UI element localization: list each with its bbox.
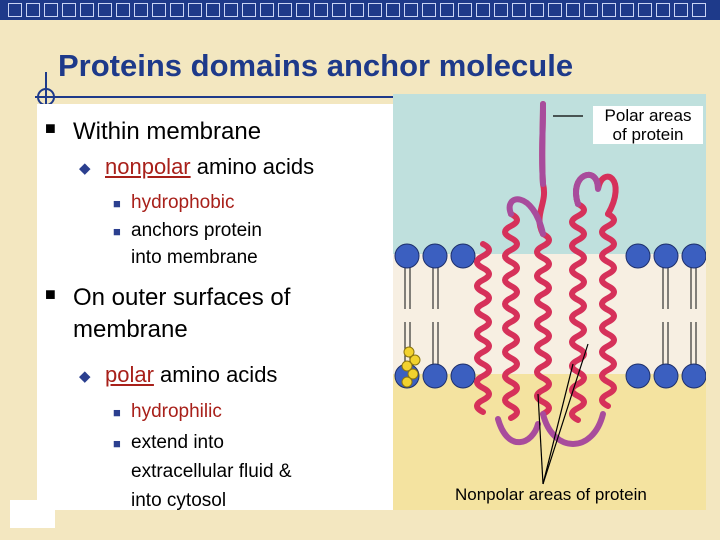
decor-square-icon (368, 3, 382, 17)
decor-square-icon (80, 3, 94, 17)
decor-square-icon (692, 3, 706, 17)
decor-square-icon (26, 3, 40, 17)
decor-square-icon (116, 3, 130, 17)
decor-horizontal-line (35, 96, 455, 98)
slide-title: Proteins domains anchor molecule (58, 48, 574, 83)
decor-square-icon (566, 3, 580, 17)
decor-square-icon (674, 3, 688, 17)
item-into-membrane: into membrane (131, 247, 258, 268)
decor-square-icon (548, 3, 562, 17)
polar-loops (495, 101, 606, 447)
small-square-bullet-icon: ■ (113, 405, 121, 420)
keyword-polar: polar (105, 362, 154, 387)
decor-square-icon (188, 3, 202, 17)
decor-square-icon (332, 3, 346, 17)
label-polar-areas: Polar areas of protein (593, 106, 703, 144)
decor-square-icon (494, 3, 508, 17)
decor-square-icon (314, 3, 328, 17)
label-polar-line1: Polar areas (604, 106, 692, 125)
lipid-heads-top (394, 243, 707, 269)
item-extend-into: extend into (131, 432, 224, 453)
bullet-within-membrane: Within membrane (73, 118, 262, 145)
top-decor-bar (0, 0, 720, 20)
decor-square-icon (224, 3, 238, 17)
membrane-protein-illustration (393, 94, 707, 510)
decor-square-icon (296, 3, 310, 17)
bullet-outer-surfaces-cont: membrane (73, 316, 188, 343)
item-hydrophobic: hydrophobic (131, 192, 235, 213)
decor-square-icon (170, 3, 184, 17)
square-bullet-icon: ■ (45, 284, 56, 304)
decor-square-icon (44, 3, 58, 17)
bullet-text-box: ■ Within membrane ◆ nonpolar amino acids… (37, 104, 400, 511)
decor-square-icon (404, 3, 418, 17)
decor-square-icon (620, 3, 634, 17)
small-square-bullet-icon: ■ (113, 436, 121, 451)
decor-square-icon (260, 3, 274, 17)
decor-square-icon (152, 3, 166, 17)
decor-square-icon (584, 3, 598, 17)
subbullet-polar-rest: amino acids (153, 362, 278, 387)
square-bullet-icon: ■ (45, 118, 56, 138)
diamond-bullet-icon: ◆ (79, 160, 91, 177)
decor-square-icon (62, 3, 76, 17)
item-extracellular: extracellular fluid & (131, 461, 292, 482)
decor-tab (10, 500, 55, 528)
small-square-bullet-icon: ■ (113, 196, 121, 211)
decor-square-icon (512, 3, 526, 17)
lipid-heads-bottom (394, 363, 707, 389)
decor-square-icon (206, 3, 220, 17)
item-hydrophilic: hydrophilic (131, 401, 222, 422)
cholesterol-molecule (401, 346, 421, 388)
cytosol-region (393, 374, 706, 510)
decor-square-icon (242, 3, 256, 17)
subbullet-nonpolar-rest: amino acids (190, 154, 315, 179)
lipid-tails-top (404, 266, 697, 309)
decor-square-icon (98, 3, 112, 17)
label-polar-line2: of protein (612, 125, 684, 144)
keyword-nonpolar: nonpolar (105, 154, 191, 179)
decor-square-icon (638, 3, 652, 17)
decor-square-icon (602, 3, 616, 17)
item-cytosol: into cytosol (131, 490, 227, 511)
label-leader-lines (537, 115, 589, 485)
decor-square-icon (386, 3, 400, 17)
decor-square-icon (656, 3, 670, 17)
decor-square-icon (530, 3, 544, 17)
item-anchors-protein: anchors protein (131, 220, 262, 241)
subbullet-nonpolar: nonpolar amino acids (105, 154, 314, 180)
decor-square-icon (8, 3, 22, 17)
decor-square-icon (350, 3, 364, 17)
decor-square-icon (422, 3, 436, 17)
bullet-outer-surfaces: On outer surfaces of (73, 284, 291, 311)
diamond-bullet-icon: ◆ (79, 368, 91, 385)
label-nonpolar-areas: Nonpolar areas of protein (455, 485, 647, 504)
decor-square-icon (134, 3, 148, 17)
decor-square-icon (278, 3, 292, 17)
decor-square-icon (476, 3, 490, 17)
decor-square-icon (458, 3, 472, 17)
membrane-protein-figure: Polar areas of protein (393, 94, 707, 510)
protein-helices (474, 101, 619, 423)
decor-square-icon (440, 3, 454, 17)
subbullet-polar: polar amino acids (105, 362, 277, 388)
lipid-tails-bottom (404, 322, 697, 366)
small-square-bullet-icon: ■ (113, 224, 121, 239)
